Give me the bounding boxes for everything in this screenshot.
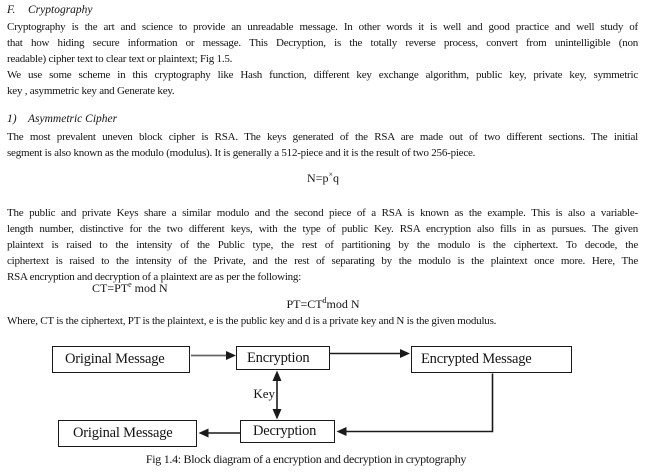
text-line: Cryptography is the art and science to p… xyxy=(7,21,638,33)
text-line: length number, distinctive for the two d… xyxy=(7,223,638,235)
section-1-heading: 1) Asymmetric Cipher xyxy=(7,113,117,126)
text-line: We use some scheme in this cryptography … xyxy=(7,69,638,81)
arrow-decryption-to-original xyxy=(198,428,240,438)
text-line: RSA encryption and decryption of a plain… xyxy=(7,271,302,283)
formula-superscript: e xyxy=(128,280,132,289)
formula-base: N=p xyxy=(307,171,329,185)
text-line: ciphertext is raised to the intensity of… xyxy=(7,255,638,267)
box-decryption: Decryption xyxy=(240,420,335,443)
formula-pt-decryption: PT=CTdmod N xyxy=(0,297,646,312)
formula-ct-encryption: CT=PTe mod N xyxy=(92,281,168,296)
box-encryption: Encryption xyxy=(236,346,330,370)
section-f-paragraph: Cryptography is the art and science to p… xyxy=(7,19,638,99)
box-label: Encrypted Message xyxy=(421,351,532,367)
text-line: Where, CT is the ciphertext, PT is the p… xyxy=(7,315,497,327)
formula-tail: mod N xyxy=(131,281,168,295)
rsa-paragraph: The public and private Keys share a simi… xyxy=(7,205,638,285)
text-line: The most prevalent uneven block cipher i… xyxy=(7,131,638,143)
section-title: Cryptography xyxy=(28,4,93,16)
text-line: segment is also known as the modulo (mod… xyxy=(7,147,476,159)
box-label: Original Message xyxy=(73,425,173,441)
box-encrypted-message: Encrypted Message xyxy=(411,346,572,373)
section-title: Asymmetric Cipher xyxy=(28,113,118,125)
text-line: plaintext is raised to the intensity of … xyxy=(7,239,638,251)
box-label: Decryption xyxy=(253,423,317,439)
box-label: Encryption xyxy=(247,349,310,366)
section-label: F. xyxy=(7,4,16,16)
text-line: key , asymmetric key and Generate key. xyxy=(7,85,175,97)
box-original-message-bottom: Original Message xyxy=(58,420,197,447)
section-1-paragraph: The most prevalent uneven block cipher i… xyxy=(7,129,638,161)
section-f-heading: F. Cryptography xyxy=(7,4,93,17)
formula-superscript: d xyxy=(322,296,327,305)
formula-superscript: × xyxy=(328,170,333,179)
text-line: that how hiding secure information or me… xyxy=(7,37,638,49)
box-label: Original Message xyxy=(65,351,165,367)
formula-base: PT=CT xyxy=(286,297,323,311)
arrow-encrypted-to-decryption xyxy=(336,373,494,436)
formula-base: CT=PT xyxy=(92,281,129,295)
figure-caption: Fig 1.4: Block diagram of a encryption a… xyxy=(145,452,467,466)
text-line: The public and private Keys share a simi… xyxy=(7,207,638,219)
arrow-original-to-encryption xyxy=(191,351,236,360)
arrow-encryption-to-encrypted xyxy=(330,349,410,358)
formula-n-equals-pq: N=p×q xyxy=(0,171,646,186)
formula-tail: q xyxy=(332,171,339,185)
where-definition: Where, CT is the ciphertext, PT is the p… xyxy=(7,313,638,329)
text-line: readable) cipher text to clear text or p… xyxy=(7,53,233,65)
key-label: Key xyxy=(253,386,275,401)
box-original-message-top: Original Message xyxy=(52,346,190,373)
section-label: 1) xyxy=(7,113,17,125)
formula-tail: mod N xyxy=(326,297,360,311)
